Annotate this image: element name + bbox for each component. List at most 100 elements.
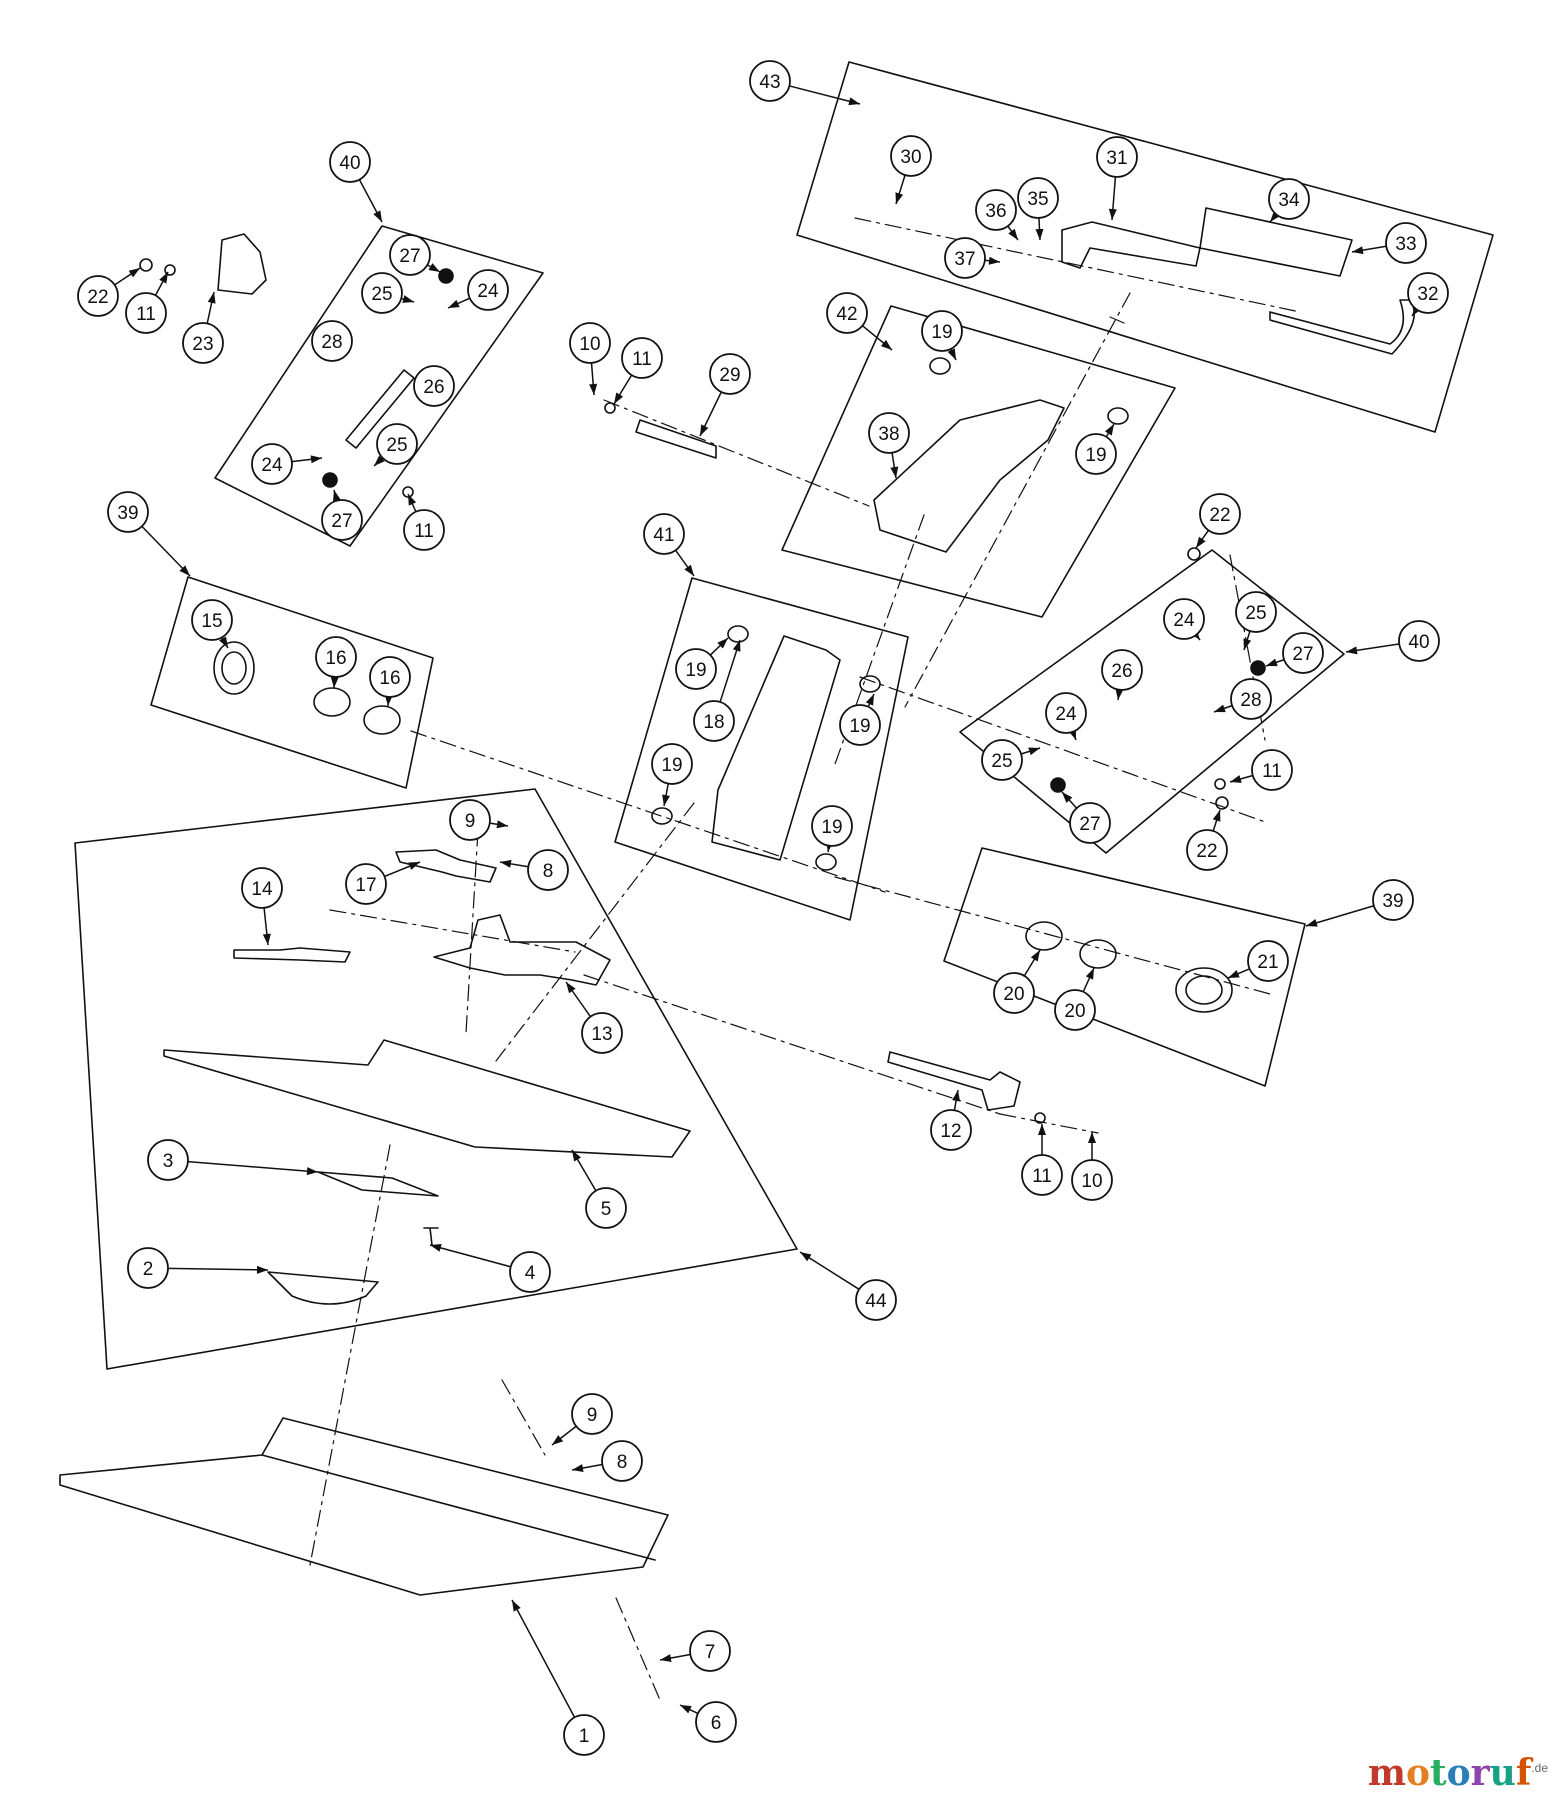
watermark-tld: .de: [1531, 1761, 1548, 1775]
bushing-20b: [1079, 939, 1117, 969]
leader-arrowhead: [1030, 950, 1040, 962]
callout-number: 23: [192, 334, 213, 355]
callout-circle: [1096, 136, 1138, 178]
callout-circle: [1163, 598, 1205, 640]
part-14-spring: [233, 947, 351, 963]
callout-number: 4: [525, 1263, 536, 1284]
callout-number: 19: [821, 817, 842, 838]
part-13-bracket: [433, 914, 611, 986]
callout-37: 37: [944, 237, 1001, 279]
callout-number: 9: [465, 811, 476, 832]
callout-number: 19: [661, 755, 682, 776]
callout-circle: [321, 499, 363, 541]
leader-arrowhead: [947, 348, 956, 360]
callout-40: 40: [1345, 620, 1440, 662]
callout-number: 40: [339, 153, 360, 174]
leader-arrowhead: [895, 192, 904, 204]
callout-number: 19: [685, 660, 706, 681]
nut-27: [1250, 660, 1266, 676]
bushing-19: [859, 675, 881, 693]
leader-arrowhead: [219, 636, 228, 648]
callout-number: 11: [136, 304, 156, 325]
callout-26: 26: [1101, 649, 1143, 701]
leader-arrowhead: [428, 263, 440, 272]
callout-number: 11: [414, 521, 434, 542]
callout-13: 13: [565, 981, 623, 1054]
leader-arrowhead: [865, 694, 874, 706]
callout-circle: [191, 599, 233, 641]
callout-8: 8: [499, 849, 569, 891]
leader-arrowhead: [589, 383, 598, 395]
callout-11: 11: [403, 493, 445, 551]
leader-arrowhead: [572, 1464, 584, 1472]
callout-number: 11: [632, 349, 652, 370]
leader-arrowhead: [880, 339, 892, 350]
group-frame-39-right: [943, 847, 1306, 1087]
part-33-plate: [1199, 207, 1353, 277]
callout-11: 11: [613, 337, 663, 405]
callout-number: 11: [1032, 1166, 1052, 1187]
callout-number: 8: [617, 1452, 628, 1473]
leader-arrowhead: [662, 794, 670, 806]
group-frame-44: [74, 788, 798, 1370]
leader-arrowhead: [800, 1252, 812, 1262]
callout-22: 22: [77, 267, 141, 317]
callout-circle: [839, 704, 881, 746]
callout-circle: [621, 337, 663, 379]
callout-27: 27: [389, 234, 441, 276]
leader-arrowhead: [552, 1435, 564, 1445]
callout-circle: [826, 292, 868, 334]
leader-arrowhead: [890, 466, 899, 478]
leader-arrowhead: [1270, 210, 1281, 222]
callout-circle: [749, 60, 791, 102]
callout-circle: [855, 1279, 897, 1321]
callout-number: 37: [954, 249, 975, 270]
part-23-bracket: [217, 233, 267, 295]
callout-number: 8: [543, 861, 554, 882]
part-5-plate: [163, 1039, 691, 1158]
callout-circle: [449, 799, 491, 841]
callout-41: 41: [643, 513, 695, 577]
callout-22: 22: [1186, 809, 1228, 871]
leader-arrowhead: [373, 210, 382, 222]
leader-arrowhead: [306, 1167, 318, 1176]
callout-number: 16: [379, 668, 400, 689]
callout-number: 31: [1106, 148, 1127, 169]
washer-11: [1034, 1112, 1046, 1124]
leader-arrowhead: [512, 1600, 521, 1612]
callout-number: 6: [711, 1713, 722, 1734]
callout-circle: [930, 1109, 972, 1151]
callout-24: 24: [1045, 692, 1087, 741]
callout-20: 20: [993, 949, 1041, 1014]
watermark-letter: f: [1515, 1752, 1532, 1794]
callout-circle: [689, 1630, 731, 1672]
callout-number: 19: [931, 322, 952, 343]
part-31-bracket: [1061, 221, 1201, 269]
leader-arrowhead: [1088, 1132, 1096, 1143]
leader-arrowhead: [566, 982, 576, 994]
part-32-rod: [1269, 299, 1416, 355]
callout-number: 29: [719, 365, 740, 386]
leader-arrowhead: [1028, 747, 1040, 756]
callout-number: 20: [1064, 1001, 1085, 1022]
callout-circle: [890, 135, 932, 177]
callout-circle: [389, 234, 431, 276]
callout-number: 30: [900, 147, 921, 168]
leader-arrowhead: [1266, 658, 1278, 667]
callout-18: 18: [693, 639, 741, 742]
callout-15: 15: [191, 599, 233, 649]
bushing-20a: [1025, 921, 1063, 951]
callout-4: 4: [429, 1244, 551, 1293]
leader-arrowhead: [330, 676, 339, 688]
callout-number: 42: [836, 304, 857, 325]
callout-circle: [125, 292, 167, 334]
callout-circle: [1021, 1154, 1063, 1196]
callout-circle: [993, 972, 1035, 1014]
leader-arrowhead: [128, 268, 140, 278]
callout-number: 21: [1257, 952, 1278, 973]
leader-arrowhead: [680, 1705, 692, 1714]
callout-number: 27: [1292, 644, 1313, 665]
leader-arrowhead: [1230, 775, 1242, 783]
callout-circle: [1251, 749, 1293, 791]
